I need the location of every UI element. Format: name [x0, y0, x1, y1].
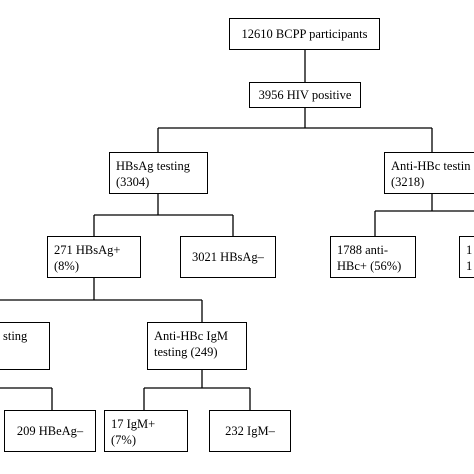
anti-hbc-positive-box: 1788 anti- HBc+ (56%) — [330, 236, 416, 278]
igm-negative-box: 232 IgM– — [209, 410, 291, 452]
participants-box: 12610 BCPP participants — [229, 18, 380, 50]
igm-positive-box: 17 IgM+ (7%) — [104, 410, 188, 452]
igm-testing-box: Anti-HBc IgM testing (249) — [147, 322, 247, 370]
hbsag-positive-box: 271 HBsAg+ (8%) — [47, 236, 141, 278]
anti-hbc-testing-box: Anti-HBc testin (3218) — [384, 152, 474, 194]
hbeag-negative-box: 209 HBeAg– — [4, 410, 96, 452]
anti-hbc-negative-box-partial: 1 1 — [459, 236, 474, 278]
hbsag-negative-box: 3021 HBsAg– — [180, 236, 276, 278]
hiv-positive-box: 3956 HIV positive — [249, 82, 361, 108]
hbsag-testing-box: HBsAg testing (3304) — [109, 152, 208, 194]
hbeag-testing-box-partial: sting — [0, 322, 50, 370]
